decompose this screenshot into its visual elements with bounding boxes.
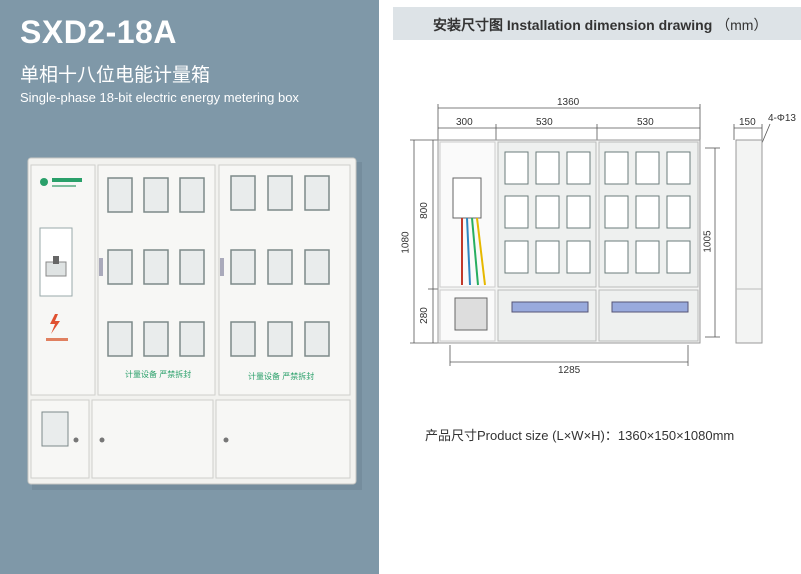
dim-mid-section: 530 bbox=[536, 117, 553, 128]
panel-label-right: 计量设备 严禁拆封 bbox=[248, 372, 315, 381]
dim-left-section: 300 bbox=[456, 117, 473, 128]
dim-mount-width: 1285 bbox=[558, 365, 581, 376]
panel-label-mid: 计量设备 严禁拆封 bbox=[125, 370, 192, 379]
product-title-en: Single-phase 18-bit electric energy mete… bbox=[20, 90, 299, 105]
product-size-text: 产品尺寸Product size (L×W×H)：1360×150×1080mm bbox=[425, 428, 735, 443]
dim-total-width: 1360 bbox=[557, 97, 580, 108]
dim-holes: 4-Φ13 bbox=[768, 113, 796, 124]
header-en: Installation dimension drawing bbox=[506, 17, 713, 33]
dim-total-height: 1080 bbox=[400, 231, 412, 254]
header-cn: 安装尺寸图 bbox=[433, 17, 503, 33]
header-unit: （mm） bbox=[716, 17, 768, 33]
dim-mount-height: 1005 bbox=[702, 230, 714, 253]
model-name: SXD2-18A bbox=[20, 14, 177, 50]
dim-upper-height: 800 bbox=[418, 202, 430, 219]
drawing-header: 安装尺寸图 Installation dimension drawing （mm… bbox=[393, 7, 801, 40]
metering-box-photo bbox=[27, 157, 362, 490]
product-title-cn: 单相十八位电能计量箱 bbox=[20, 65, 211, 86]
dim-lower-height: 280 bbox=[418, 307, 430, 324]
dim-right-section: 530 bbox=[637, 117, 654, 128]
product-panel: SXD2-18A 单相十八位电能计量箱 Single-phase 18-bit … bbox=[0, 0, 379, 574]
dim-depth: 150 bbox=[739, 117, 756, 128]
